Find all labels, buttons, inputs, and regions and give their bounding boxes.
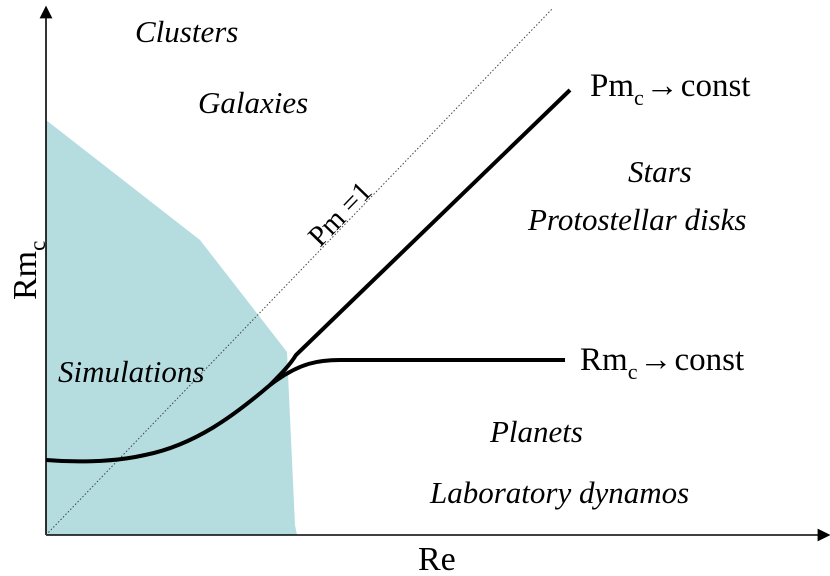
stars-label: Stars	[628, 154, 692, 189]
rmc-tail: const	[674, 342, 744, 378]
galaxies-label: Galaxies	[198, 85, 308, 120]
pmc-sub: c	[634, 85, 644, 110]
svg-text:Rmc: Rmc	[7, 241, 50, 300]
x-axis-label: Re	[418, 541, 456, 576]
rmc-sub: c	[628, 359, 638, 384]
rmc-const-curve	[45, 358, 565, 464]
pmc-main: Pm	[590, 68, 634, 104]
planets-label: Planets	[489, 414, 583, 449]
simulations-label: Simulations	[58, 354, 204, 389]
lab-label: Laboratory dynamos	[429, 475, 689, 510]
rmc-main: Rm	[580, 342, 628, 378]
pmc-arrow-icon: →	[646, 68, 679, 104]
pm1-label: Pm =1	[302, 175, 378, 252]
rmc-arrow-icon: →	[639, 342, 672, 378]
y-label-sub: c	[25, 241, 50, 251]
pmc-tail: const	[681, 68, 751, 104]
y-axis-label: Rmc	[7, 241, 50, 300]
pmc-const-label: Pmc→const	[590, 68, 750, 110]
pm1-line	[45, 7, 554, 536]
y-label-main: Rm	[7, 251, 44, 300]
rmc-const-label: Rmc→const	[580, 342, 744, 384]
simulations-region	[46, 120, 297, 535]
clusters-label: Clusters	[135, 14, 238, 49]
pmc-const-line	[268, 88, 572, 387]
protostellar-label: Protostellar disks	[527, 202, 746, 237]
